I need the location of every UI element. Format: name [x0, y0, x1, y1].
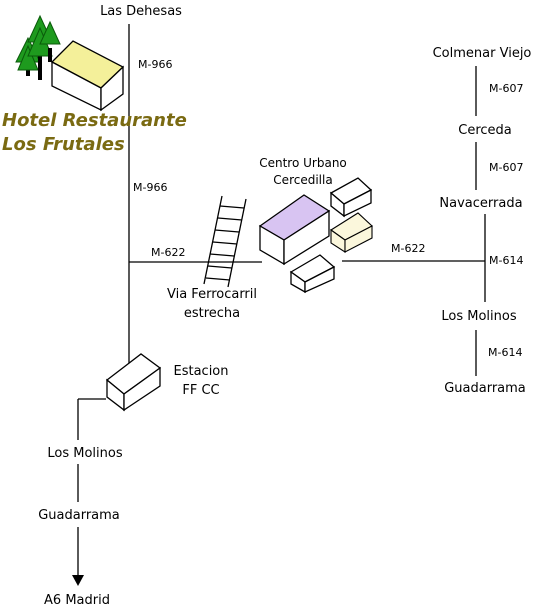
place-los-molinos-left: Los Molinos — [47, 446, 123, 461]
arrow-down-icon — [72, 575, 84, 586]
road-label-m966-mid: M-966 — [132, 181, 169, 194]
hotel-name-line2: Los Frutales — [2, 134, 125, 155]
hotel-house-icon — [50, 40, 125, 112]
place-cerceda: Cerceda — [458, 123, 512, 138]
station-label-2: FF CC — [182, 383, 220, 398]
house-icon — [330, 212, 373, 254]
road-label-m607-top: M-607 — [488, 82, 525, 95]
road-label-m614-bottom: M-614 — [487, 346, 524, 359]
railway-label-2: estrecha — [183, 306, 241, 321]
place-las-dehesas: Las Dehesas — [100, 4, 182, 19]
station-label: Estacion — [173, 364, 229, 379]
road-label-m966-top: M-966 — [137, 58, 174, 71]
road-label-m622-right: M-622 — [390, 242, 427, 255]
place-centro-urbano: Centro Urbano — [259, 156, 347, 170]
hotel-name-line1: Hotel Restaurante — [2, 110, 187, 131]
house-icon — [329, 177, 373, 218]
station-house-icon — [105, 353, 162, 412]
tree-icon — [39, 20, 61, 62]
place-guadarrama-left: Guadarrama — [38, 508, 120, 523]
place-navacerrada: Navacerrada — [439, 196, 523, 211]
railway-label: Via Ferrocarril — [166, 287, 258, 302]
road-label-m607-mid: M-607 — [488, 161, 525, 174]
place-los-molinos-right: Los Molinos — [441, 309, 517, 324]
road-label-m622-left: M-622 — [150, 246, 187, 259]
place-a6-madrid: A6 Madrid — [44, 593, 110, 608]
place-cercedilla: Cercedilla — [273, 173, 333, 187]
railway-track-icon — [203, 195, 247, 288]
place-guadarrama-right: Guadarrama — [444, 381, 526, 396]
road-label-m614-top: M-614 — [488, 254, 525, 267]
house-icon — [289, 254, 336, 294]
place-colmenar-viejo: Colmenar Viejo — [432, 46, 532, 61]
house-icon — [258, 194, 331, 266]
